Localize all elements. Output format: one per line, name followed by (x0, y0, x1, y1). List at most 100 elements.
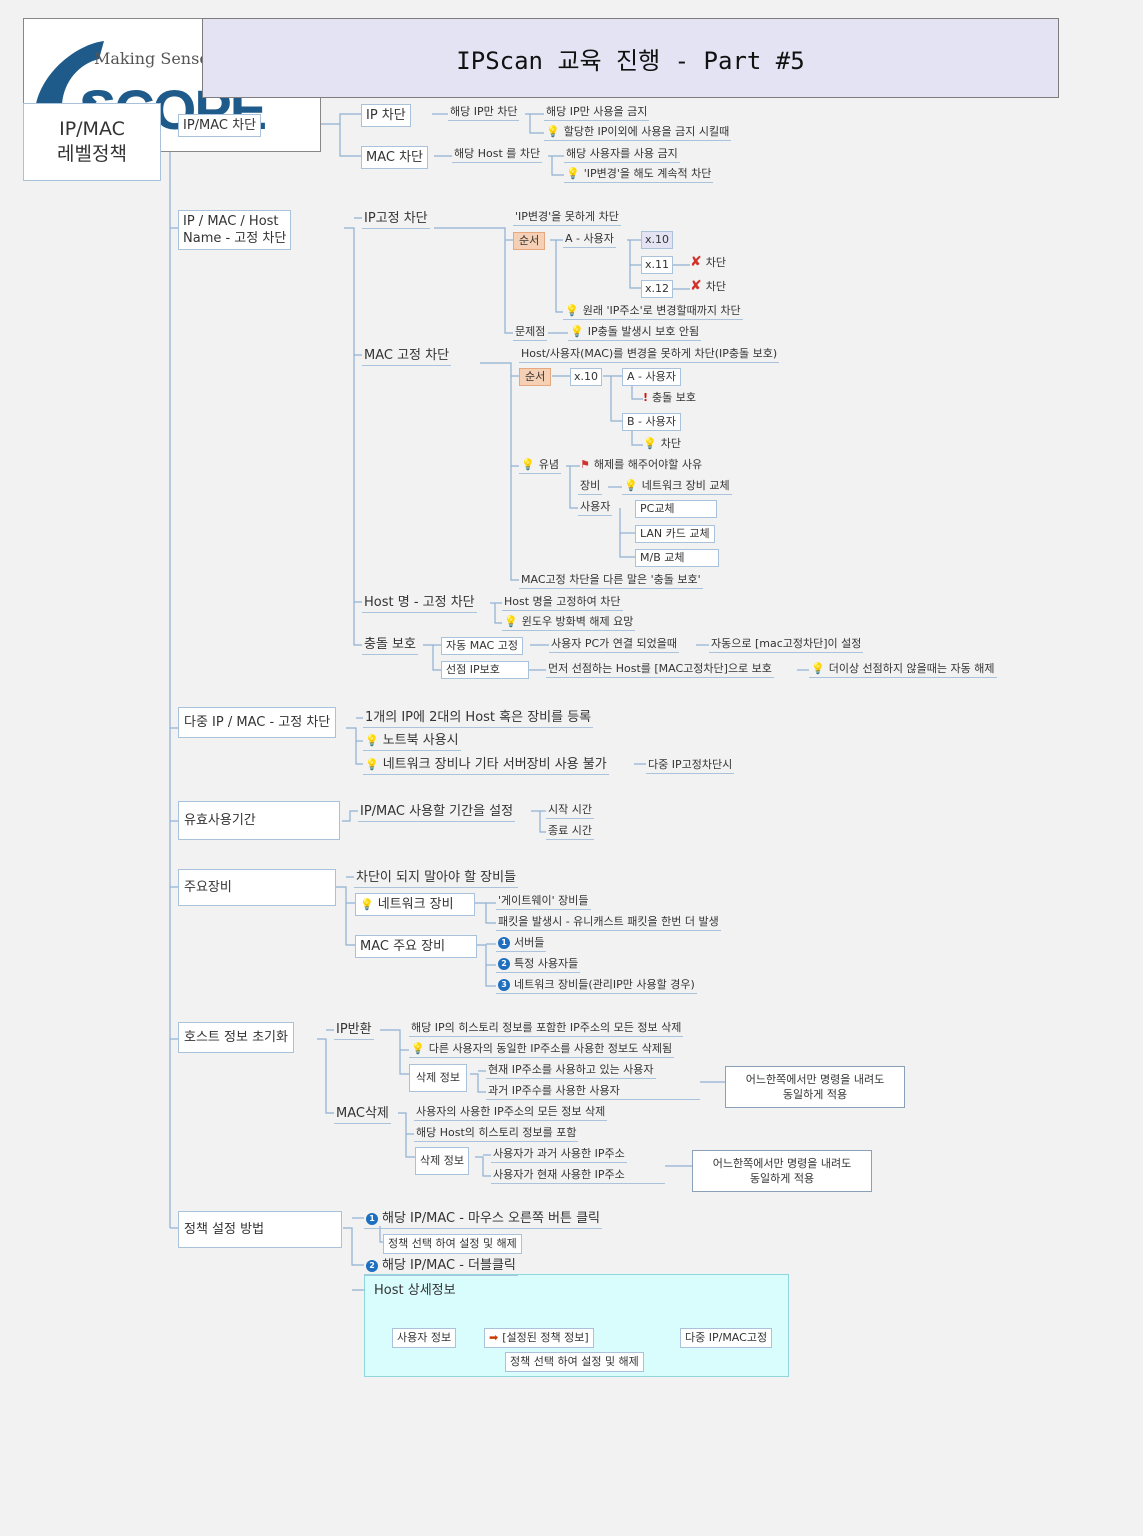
node-unicast[interactable]: 패킷을 발생시 - 유니캐스트 패킷을 한번 더 발생 (496, 915, 721, 931)
node-set-policy[interactable]: ➡[설정된 정책 정보] (484, 1328, 594, 1348)
node-notebook[interactable]: 💡노트북 사용시 (363, 732, 461, 751)
node-past-ip-user[interactable]: 과거 IP주수를 사용한 사용자 (486, 1084, 700, 1100)
node-x10[interactable]: x.10 (641, 231, 674, 249)
topic-host-fix[interactable]: Host 명 - 고정 차단 (362, 594, 477, 613)
lightbulb-icon: 💡 (411, 1042, 425, 1055)
node-same-ip-delete-label: 다른 사용자의 동일한 IP주소를 사용한 정보도 삭제됨 (428, 1042, 673, 1055)
node-lan-change[interactable]: LAN 카드 교체 (635, 525, 715, 543)
node-pc-connected[interactable]: 사용자 PC가 연결 되었을때 (549, 637, 680, 653)
connector-line (555, 240, 563, 313)
node-mac-delete[interactable]: MAC삭제 (334, 1105, 391, 1124)
node-firewall[interactable]: 💡윈도우 방화벽 해제 요망 (502, 615, 636, 631)
node-user-info[interactable]: 사용자 정보 (392, 1328, 457, 1348)
node-delete-info-2[interactable]: 삭제 정보 (415, 1147, 469, 1175)
node-multi-desc[interactable]: 1개의 IP에 2대의 Host 혹은 장비를 등록 (363, 709, 594, 728)
number-2-icon: 2 (498, 958, 510, 970)
node-nw-change[interactable]: 💡네트워크 장비 교체 (622, 479, 732, 495)
node-user-a[interactable]: A - 사용자 (563, 232, 616, 248)
node-delete-info[interactable]: 삭제 정보 (409, 1064, 467, 1092)
node-auto-set[interactable]: 자동으로 [mac고정차단]이 설정 (709, 637, 864, 653)
node-host-history[interactable]: 해당 Host의 히스토리 정보를 포함 (414, 1126, 579, 1142)
topic-reset[interactable]: 호스트 정보 초기화 (178, 1022, 294, 1053)
topic-major[interactable]: 주요장비 (178, 869, 336, 906)
topic-multi[interactable]: 다중 IP / MAC - 고정 차단 (178, 707, 337, 738)
topic-collision[interactable]: 충돌 보호 (362, 636, 418, 655)
node-host-detail[interactable]: Host 상세정보 (374, 1283, 456, 1298)
node-preempt[interactable]: 선점 IP보호 (441, 661, 529, 679)
node-sequence[interactable]: 순서 (513, 232, 546, 250)
topic-mac-block[interactable]: MAC 차단 (361, 146, 429, 169)
connector-line (480, 362, 519, 581)
node-mac-delete-desc[interactable]: 사용자의 사용한 IP주소의 모든 정보 삭제 (414, 1105, 608, 1121)
topic-ipmac-block[interactable]: IP/MAC 차단 (178, 114, 262, 137)
node-preempt-desc[interactable]: 먼저 선점하는 Host를 [MAC고정차단]으로 보호 (546, 662, 774, 678)
node-no-block[interactable]: 차단이 되지 말아야 할 장비들 (354, 869, 519, 888)
node-release-reason[interactable]: ⚑해제를 해주어야할 사유 (580, 458, 702, 472)
node-select-policy[interactable]: 정책 선택 하여 설정 및 해제 (383, 1234, 522, 1254)
node-x11-block[interactable]: ✘차단 (690, 255, 726, 270)
connector-line (336, 886, 355, 946)
node-ip-return-desc[interactable]: 해당 IP의 히스토리 정보를 포함한 IP주소의 모든 정보 삭제 (409, 1021, 684, 1037)
node-cur-ip-user[interactable]: 현재 IP주소를 사용하고 있는 사용자 (486, 1063, 656, 1079)
node-host-block[interactable]: 해당 Host 를 차단 (452, 147, 543, 163)
node-start-time[interactable]: 시작 시간 (546, 803, 594, 819)
node-x11[interactable]: x.11 (641, 256, 674, 274)
node-end-time[interactable]: 종료 시간 (546, 824, 594, 840)
topic-mac-fix[interactable]: MAC 고정 차단 (362, 347, 452, 366)
node-device[interactable]: 장비 (578, 479, 603, 495)
node-ip-return[interactable]: IP반환 (334, 1021, 374, 1040)
node-macfix-alias[interactable]: MAC고정 차단을 다른 말은 '충돌 보호' (519, 573, 703, 589)
node-mac-user-a[interactable]: A - 사용자 (622, 368, 681, 386)
topic-policy[interactable]: 정책 설정 방법 (178, 1211, 342, 1248)
node-conflict-protect[interactable]: !충돌 보호 (643, 391, 696, 405)
node-mac-user-b[interactable]: B - 사용자 (622, 413, 681, 431)
node-mac-x10[interactable]: x.10 (570, 368, 603, 386)
node-ip-conflict[interactable]: 💡IP충돌 발생시 보호 안됨 (568, 325, 702, 341)
node-auto-release[interactable]: 💡더이상 선점하지 않을때는 자동 해제 (809, 662, 997, 678)
node-ip-only-block[interactable]: 해당 IP만 차단 (448, 105, 520, 121)
node-auto-mac[interactable]: 자동 MAC 고정 (441, 637, 523, 655)
topic-fixed-block[interactable]: IP / MAC / Host Name - 고정 차단 (178, 210, 292, 250)
node-select-policy-2[interactable]: 정책 선택 하여 설정 및 해제 (505, 1352, 644, 1372)
node-mb-change[interactable]: M/B 교체 (635, 549, 719, 567)
topic-ip-block[interactable]: IP 차단 (361, 104, 411, 127)
node-ip-only-forbid[interactable]: 해당 IP만 사용을 금지 (544, 105, 650, 121)
node-same-ip-delete[interactable]: 💡다른 사용자의 동일한 IP주소를 사용한 정보도 삭제됨 (409, 1042, 675, 1058)
node-pc-change[interactable]: PC교체 (635, 500, 717, 518)
node-nw-device[interactable]: 💡네트워크 장비 (355, 893, 475, 916)
node-mac-major[interactable]: MAC 주요 장비 (355, 935, 477, 958)
node-user-forbid[interactable]: 해당 사용자를 사용 금지 (564, 147, 680, 163)
node-ip-other-forbid[interactable]: 💡할당한 IP이외에 사용을 금지 시킬때 (544, 125, 732, 141)
node-user-b-block[interactable]: 💡차단 (643, 437, 681, 451)
node-validity-desc[interactable]: IP/MAC 사용할 기간을 설정 (358, 803, 516, 822)
node-ipchange-keep[interactable]: 💡'IP변경'을 해도 계속적 차단 (564, 167, 714, 183)
root-topic[interactable]: IP/MAC 레벨정책 (23, 103, 161, 181)
note-1-line-1: 어느한쪽에서만 명령을 내려도 (745, 1073, 885, 1086)
node-user[interactable]: 사용자 (578, 500, 613, 516)
number-3-icon: 3 (498, 979, 510, 991)
node-ipfix-desc[interactable]: 'IP변경'을 못하게 차단 (513, 210, 621, 226)
node-x12-block[interactable]: ✘차단 (690, 279, 726, 294)
node-server-unusable[interactable]: 💡네트워크 장비나 기타 서버장비 사용 불가 (363, 756, 609, 775)
node-problem[interactable]: 문제점 (513, 325, 548, 341)
topic-validity[interactable]: 유효사용기간 (178, 801, 340, 840)
node-cur-used-ip[interactable]: 사용자가 현재 사용한 IP주소 (491, 1168, 665, 1184)
node-sequence-2[interactable]: 순서 (519, 368, 552, 386)
node-past-used-ip[interactable]: 사용자가 과거 사용한 IP주소 (491, 1147, 627, 1163)
node-multi-ipfix[interactable]: 다중 IP고정차단시 (646, 758, 735, 774)
connector-line (465, 902, 496, 924)
topic-ip-fix[interactable]: IP고정 차단 (362, 210, 430, 229)
node-gateway[interactable]: '게이트웨이' 장비들 (496, 894, 591, 910)
node-hostfix-desc[interactable]: Host 명을 고정하여 차단 (502, 595, 623, 611)
node-caution[interactable]: 💡유념 (519, 458, 561, 474)
node-multi-ipmac[interactable]: 다중 IP/MAC고정 (680, 1328, 773, 1348)
node-x12[interactable]: x.12 (641, 280, 674, 298)
node-macfix-desc[interactable]: Host/사용자(MAC)를 변경을 못하게 차단(IP충돌 보호) (519, 347, 780, 363)
connector-line (342, 810, 358, 822)
node-orig-ip[interactable]: 💡원래 'IP주소'로 변경할때까지 차단 (563, 304, 743, 320)
